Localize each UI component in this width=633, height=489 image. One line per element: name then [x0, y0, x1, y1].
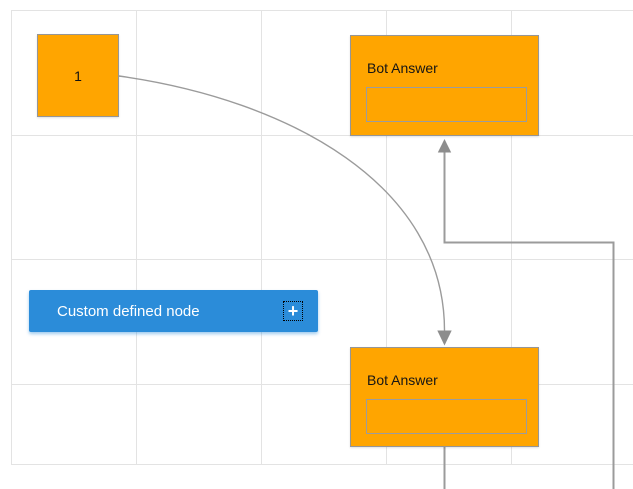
start-node[interactable]: 1	[37, 34, 119, 117]
add-node-button[interactable]: +	[283, 301, 303, 321]
custom-node-label: Custom defined node	[57, 302, 200, 320]
plus-icon: +	[287, 301, 299, 321]
custom-defined-node[interactable]: Custom defined node +	[29, 290, 318, 332]
connector-curve[interactable]	[118, 75, 446, 331]
arrowhead-up-icon	[437, 139, 452, 153]
node-title: Bot Answer	[367, 60, 438, 76]
arrowhead-down-icon	[437, 330, 452, 346]
connector-elbow[interactable]	[443, 152, 615, 489]
start-node-label: 1	[74, 67, 82, 84]
bot-answer-node-top[interactable]: Bot Answer	[350, 35, 539, 136]
answer-input[interactable]	[366, 399, 527, 434]
node-title: Bot Answer	[367, 372, 438, 388]
answer-input[interactable]	[366, 87, 527, 122]
bot-answer-node-bottom[interactable]: Bot Answer	[350, 347, 539, 447]
